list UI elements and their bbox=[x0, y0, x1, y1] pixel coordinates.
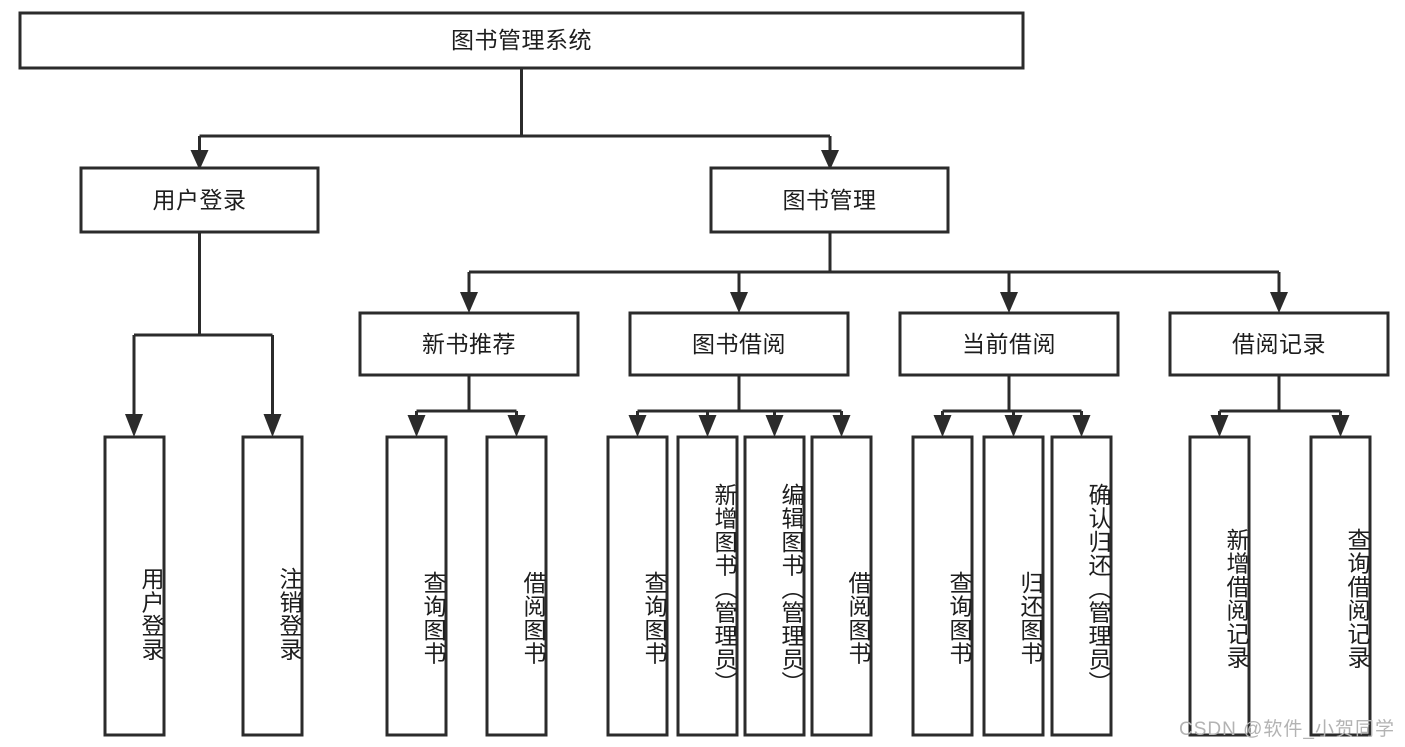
node-leaf-box[interactable] bbox=[982, 435, 1045, 737]
node-leaf-box[interactable] bbox=[810, 435, 873, 737]
node-leaf-box[interactable] bbox=[1188, 435, 1251, 737]
arrow-head-icon bbox=[1270, 292, 1288, 313]
arrow-head-icon bbox=[1000, 292, 1018, 313]
node-level2-box-new-book[interactable] bbox=[358, 311, 580, 377]
arrow-head-icon bbox=[460, 292, 478, 313]
node-leaf-box[interactable] bbox=[241, 435, 304, 737]
node-leaf-box[interactable] bbox=[911, 435, 974, 737]
arrow-head-icon bbox=[1072, 415, 1091, 437]
arrow-head-icon bbox=[263, 414, 282, 437]
node-leaf-box[interactable] bbox=[1050, 435, 1113, 737]
arrow-head-icon bbox=[730, 292, 748, 313]
node-level2-box-current-borrow[interactable] bbox=[898, 311, 1120, 377]
connector-user-login-to-leaves bbox=[125, 232, 282, 437]
connector-root-to-level1 bbox=[190, 68, 839, 170]
arrow-head-icon bbox=[190, 150, 209, 170]
node-leaf-box[interactable] bbox=[676, 435, 739, 737]
node-level2-box-borrow-record[interactable] bbox=[1168, 311, 1390, 377]
node-level1-box-user-login[interactable] bbox=[79, 166, 320, 234]
arrow-head-icon bbox=[507, 415, 526, 437]
connector-new-book-to-leaves bbox=[407, 375, 526, 437]
connector-book-manage-to-level2 bbox=[460, 232, 1288, 313]
arrow-head-icon bbox=[698, 415, 717, 437]
arrow-head-icon bbox=[832, 415, 851, 437]
arrow-head-icon bbox=[1004, 415, 1023, 437]
arrow-head-icon bbox=[933, 415, 952, 437]
arrow-head-icon bbox=[1331, 415, 1350, 437]
node-leaf-box[interactable] bbox=[103, 435, 166, 737]
arrow-head-icon bbox=[125, 414, 143, 437]
node-level2-box-book-borrow[interactable] bbox=[628, 311, 850, 377]
connector-book-borrow-to-leaves bbox=[628, 375, 851, 437]
node-root-box[interactable] bbox=[18, 11, 1025, 70]
connector-current-borrow-to-leaves bbox=[933, 375, 1091, 437]
arrow-head-icon bbox=[407, 415, 426, 437]
node-leaf-box[interactable] bbox=[1309, 435, 1372, 737]
arrow-head-icon bbox=[1210, 415, 1229, 437]
connector-borrow-record-to-leaves bbox=[1210, 375, 1350, 437]
arrow-head-icon bbox=[628, 415, 647, 437]
node-leaf-box[interactable] bbox=[606, 435, 669, 737]
node-leaf-box[interactable] bbox=[385, 435, 448, 737]
node-leaf-box[interactable] bbox=[485, 435, 548, 737]
node-level1-box-book-manage[interactable] bbox=[709, 166, 950, 234]
arrow-head-icon bbox=[765, 415, 784, 437]
node-leaf-box[interactable] bbox=[743, 435, 806, 737]
arrow-head-icon bbox=[821, 150, 839, 170]
